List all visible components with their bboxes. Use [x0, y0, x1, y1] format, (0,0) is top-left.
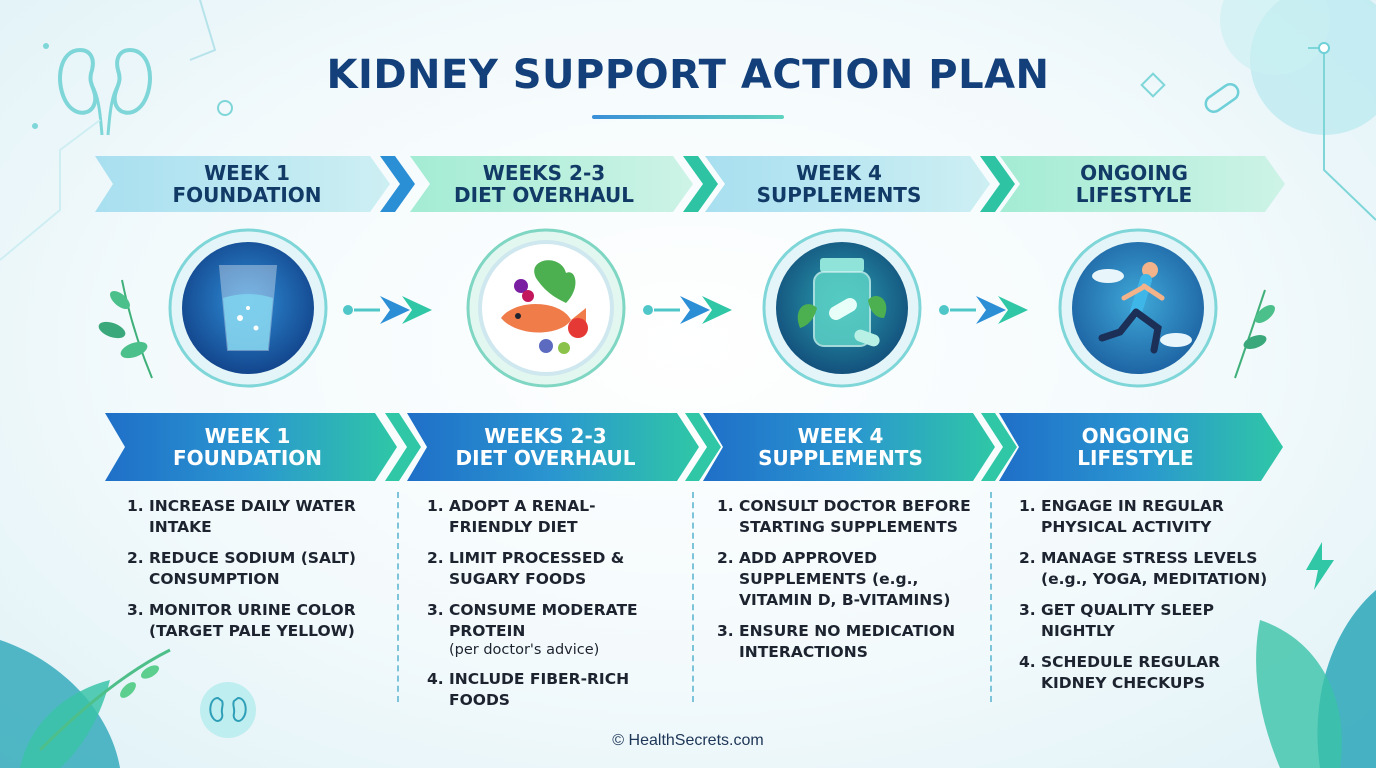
bottom-banner-ongoing-line2: LIFESTYLE: [1077, 446, 1194, 470]
list-item: 3.GET QUALITY SLEEP NIGHTLY: [1019, 601, 1214, 640]
kidney-badge-icon: [200, 682, 256, 738]
supplement-bottle-icon: [762, 228, 922, 388]
bottom-banner-row: [105, 413, 1283, 481]
connector-arrow-1: [343, 296, 432, 324]
column-divider: [397, 492, 399, 702]
bottom-banner-ongoing-line1: ONGOING: [1081, 423, 1190, 448]
circuit-decor: [0, 0, 233, 261]
list-item: 3.ENSURE NO MEDICATION INTERACTIONS: [717, 622, 956, 661]
top-banner-week4-line1: WEEK 4: [796, 160, 882, 185]
top-banner-weeks2-3: WEEKS 2-3 DIET OVERHAUL: [410, 156, 678, 212]
top-banner-week1: WEEK 1 FOUNDATION: [113, 156, 381, 212]
corner-bubble-decor: [1220, 0, 1376, 221]
healthy-plate-icon: [466, 228, 626, 388]
top-banner-week1-line1: WEEK 1: [204, 160, 290, 185]
list-item: 1.ENGAGE IN REGULAR PHYSICAL ACTIVITY: [1019, 497, 1224, 536]
list-item: 1.CONSULT DOCTOR BEFORE STARTING SUPPLEM…: [717, 497, 971, 536]
steps-week1: 1.INCREASE DAILY WATER INTAKE 2.REDUCE S…: [127, 496, 389, 652]
page-title: KIDNEY SUPPORT ACTION PLAN: [326, 52, 1050, 98]
bottom-banner-ongoing: ONGOING LIFESTYLE: [1003, 413, 1268, 481]
list-item: 3.CONSUME MODERATE PROTEIN(per doctor's …: [427, 600, 677, 659]
title-underline: [592, 115, 784, 119]
lightning-icon: [1306, 542, 1334, 590]
leaf-sprig-left: [98, 279, 153, 379]
bottom-banner-week4: WEEK 4 SUPPLEMENTS: [708, 413, 973, 481]
step-note: (per doctor's advice): [449, 642, 600, 658]
diamond-decor: [1140, 72, 1166, 98]
column-divider: [692, 492, 694, 702]
bottom-banner-week1-line1: WEEK 1: [204, 423, 291, 448]
list-item: 3.MONITOR URINE COLOR (TARGET PALE YELLO…: [127, 601, 356, 640]
top-banner-row: [95, 156, 1285, 212]
steps-week4: 1.CONSULT DOCTOR BEFORE STARTING SUPPLEM…: [717, 496, 985, 673]
running-person-icon: [1058, 228, 1218, 388]
connector-arrow-3: [939, 296, 1028, 324]
top-banner-weeks2-3-line1: WEEKS 2-3: [482, 160, 606, 185]
bottom-banner-week4-line1: WEEK 4: [797, 423, 884, 448]
list-item: 2.ADD APPROVED SUPPLEMENTS (e.g., VITAMI…: [717, 549, 951, 609]
capsule-decor-icon: [1204, 83, 1240, 113]
list-item: 1.INCREASE DAILY WATER INTAKE: [127, 497, 356, 536]
column-divider: [990, 492, 992, 702]
leaf-sprig-right: [1234, 289, 1275, 379]
top-banner-ongoing: ONGOING LIFESTYLE: [1000, 156, 1268, 212]
list-item: 1.ADOPT A RENAL-FRIENDLY DIET: [427, 497, 596, 536]
top-banner-week1-line2: FOUNDATION: [172, 183, 322, 207]
leaf-corner-left: [0, 640, 171, 768]
list-item: 2.REDUCE SODIUM (SALT) CONSUMPTION: [127, 549, 356, 588]
list-item: 2.LIMIT PROCESSED & SUGARY FOODS: [427, 549, 625, 588]
list-item: 2.MANAGE STRESS LEVELS (e.g., YOGA, MEDI…: [1019, 549, 1268, 588]
steps-weeks2-3: 1.ADOPT A RENAL-FRIENDLY DIET 2.LIMIT PR…: [427, 496, 677, 721]
bottom-banner-weeks2-3-line1: WEEKS 2-3: [484, 423, 607, 448]
connector-arrow-2: [643, 296, 732, 324]
leaf-corner-right: [1256, 590, 1376, 768]
copyright-footer: © HealthSecrets.com: [612, 732, 764, 749]
kidney-decor-icon: [58, 47, 152, 136]
list-item: 4.INCLUDE FIBER-RICH FOODS: [427, 670, 630, 709]
list-item: 4.SCHEDULE REGULAR KIDNEY CHECKUPS: [1019, 653, 1221, 692]
bottom-banner-weeks2-3: WEEKS 2-3 DIET OVERHAUL: [413, 413, 678, 481]
bottom-banner-week1-line2: FOUNDATION: [173, 446, 322, 470]
top-banner-week4-line2: SUPPLEMENTS: [756, 183, 922, 207]
steps-ongoing: 1.ENGAGE IN REGULAR PHYSICAL ACTIVITY 2.…: [1019, 496, 1281, 704]
bottom-banner-week4-line2: SUPPLEMENTS: [758, 446, 923, 470]
bottom-banner-week1: WEEK 1 FOUNDATION: [115, 413, 380, 481]
top-banner-weeks2-3-line2: DIET OVERHAUL: [454, 183, 634, 207]
bottom-banner-weeks2-3-line2: DIET OVERHAUL: [455, 446, 636, 470]
top-banner-week4: WEEK 4 SUPPLEMENTS: [705, 156, 973, 212]
top-banner-ongoing-line1: ONGOING: [1080, 160, 1188, 185]
water-glass-icon: [168, 228, 328, 388]
top-banner-ongoing-line2: LIFESTYLE: [1075, 183, 1193, 207]
